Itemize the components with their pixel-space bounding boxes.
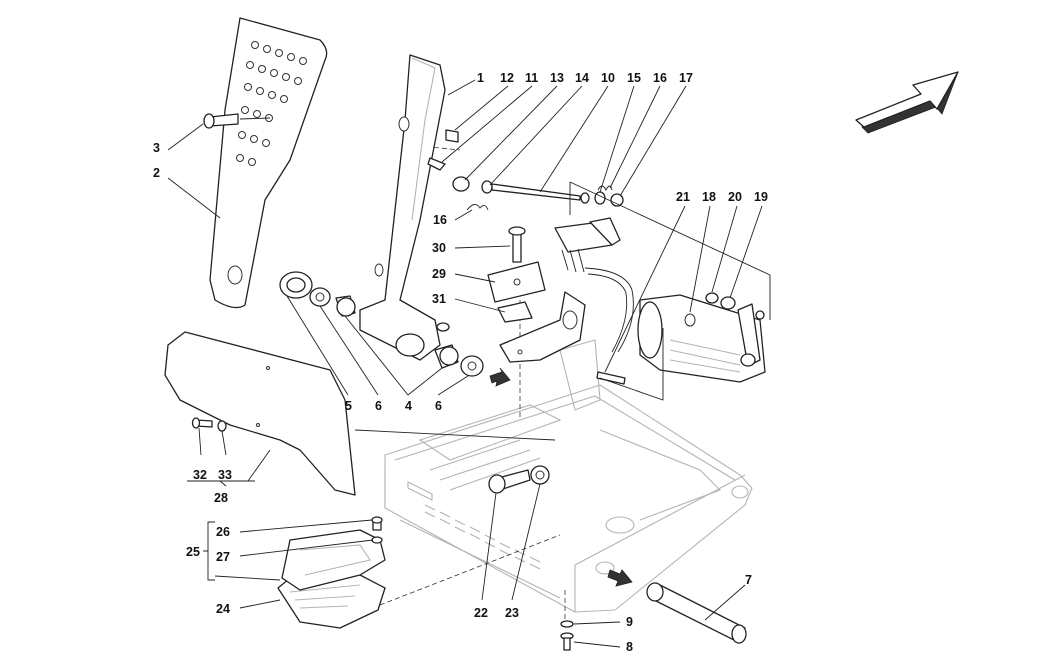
callout-10: 10 — [601, 71, 615, 85]
callout-4: 4 — [405, 399, 412, 413]
callout-3: 3 — [153, 141, 160, 155]
leader-lines — [167, 79, 763, 648]
assembly-arrow-1-icon — [489, 367, 511, 387]
callout-20: 20 — [728, 190, 742, 204]
assembly-arrow-2-icon — [607, 569, 633, 587]
pad-screw — [203, 113, 271, 129]
callout-15: 15 — [627, 71, 641, 85]
motor-callout-box — [569, 181, 771, 401]
callout-14: 14 — [575, 71, 589, 85]
mount-bracket — [499, 291, 586, 363]
pivot-spring — [279, 271, 313, 299]
callout-25: 25 — [186, 545, 200, 559]
callout-28: 28 — [214, 491, 228, 505]
frame-bolt — [488, 469, 531, 494]
base-vent-slots — [424, 504, 541, 570]
pedal-cover — [164, 331, 556, 496]
callout-13: 13 — [550, 71, 564, 85]
callout-27: 27 — [216, 550, 230, 564]
support-rod — [646, 582, 747, 644]
callout-5: 5 — [345, 399, 352, 413]
callout-6-left: 6 — [375, 399, 382, 413]
base-screw — [560, 632, 574, 651]
bracket-plate — [487, 261, 546, 303]
callout-22: 22 — [474, 606, 488, 620]
callout-24: 24 — [216, 602, 230, 616]
callout-23: 23 — [505, 606, 519, 620]
callout-7: 7 — [745, 573, 752, 587]
callout-16-top: 16 — [653, 71, 667, 85]
callout-labels: 1 12 11 13 14 10 15 16 17 3 2 16 30 29 3… — [153, 71, 768, 654]
motor-stud — [596, 371, 626, 385]
callout-31: 31 — [432, 292, 446, 306]
direction-arrow-icon — [855, 71, 959, 134]
callout-19: 19 — [754, 190, 768, 204]
bushing-left — [335, 295, 356, 317]
bushing-right — [434, 344, 459, 369]
actuator-motor — [637, 294, 766, 383]
wiring-harness — [584, 267, 634, 353]
cover-screw — [191, 417, 213, 429]
electrical-connector — [554, 217, 621, 273]
base-washer — [560, 620, 574, 628]
callout-8: 8 — [626, 640, 633, 654]
callout-11: 11 — [525, 71, 538, 85]
foot-rest-washer — [371, 536, 383, 544]
callout-18: 18 — [702, 190, 716, 204]
motor-nut — [705, 292, 765, 320]
callout-32: 32 — [193, 468, 207, 482]
callout-17: 17 — [679, 71, 693, 85]
callout-33: 33 — [218, 468, 232, 482]
pedal-pad — [209, 17, 328, 309]
callout-16-mid: 16 — [433, 213, 447, 227]
callout-21: 21 — [676, 190, 690, 204]
callout-2: 2 — [153, 166, 160, 180]
callout-1: 1 — [477, 71, 484, 85]
pedal-lever — [359, 54, 450, 361]
washer-left — [309, 287, 331, 307]
callout-26: 26 — [216, 525, 230, 539]
cover-washer — [217, 420, 227, 432]
callout-29: 29 — [432, 267, 446, 281]
callout-12: 12 — [500, 71, 514, 85]
bracket-clip — [497, 301, 533, 323]
callout-9: 9 — [626, 615, 633, 629]
callout-6-right: 6 — [435, 399, 442, 413]
base-frame — [384, 339, 753, 613]
cable-hardware — [427, 129, 624, 211]
foot-rest-bracket — [281, 529, 386, 591]
foot-rest-screw — [371, 516, 383, 531]
pedal-pad-holes — [236, 41, 307, 166]
callout-30: 30 — [432, 241, 446, 255]
frame-nut — [530, 465, 550, 485]
bracket-screw — [508, 226, 526, 263]
washer-right — [460, 355, 484, 377]
